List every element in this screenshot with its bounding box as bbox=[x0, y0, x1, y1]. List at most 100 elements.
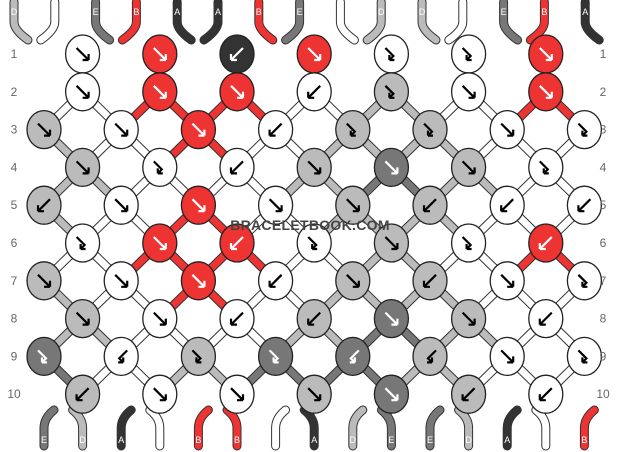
knot bbox=[296, 374, 332, 414]
knot-arrow-icon bbox=[422, 274, 437, 288]
knot bbox=[450, 72, 487, 112]
knot-arrow-icon bbox=[307, 160, 322, 175]
row-number-right: 5 bbox=[600, 198, 607, 212]
bottom-strand-8: D bbox=[348, 405, 368, 451]
knot-arrow-icon bbox=[153, 85, 167, 99]
knots-layer bbox=[26, 34, 603, 414]
knot-arrow-icon bbox=[114, 198, 129, 213]
knot-arrow-icon bbox=[538, 311, 553, 326]
bottom-strand-7: A bbox=[299, 405, 319, 451]
knot bbox=[296, 72, 332, 112]
bottom-strand-1: D bbox=[68, 405, 88, 451]
knot bbox=[489, 109, 525, 150]
row-number-right: 6 bbox=[600, 236, 607, 250]
top-strand-9: D bbox=[362, 0, 386, 45]
bottom-strand-4: B bbox=[193, 405, 213, 451]
knot-arrow-icon bbox=[75, 387, 90, 402]
knot bbox=[142, 298, 178, 339]
knot-arrow-icon bbox=[539, 47, 553, 62]
knot bbox=[412, 185, 448, 225]
row-number-right: 7 bbox=[600, 274, 607, 288]
knot-arrow-icon bbox=[461, 47, 473, 62]
knot bbox=[219, 147, 255, 188]
top-strand-2: E bbox=[91, 0, 115, 45]
knot-arrow-icon bbox=[191, 122, 206, 137]
top-strand-label: A bbox=[582, 7, 588, 17]
bottom-strand-label: B bbox=[195, 435, 201, 445]
knot bbox=[142, 223, 178, 263]
top-strand-label: B bbox=[541, 7, 547, 17]
bottom-strand-9: E bbox=[376, 405, 396, 451]
knot-arrow-icon bbox=[422, 198, 437, 213]
bottom-strand-label: C bbox=[157, 435, 164, 445]
knot bbox=[296, 298, 332, 339]
knot bbox=[528, 72, 564, 112]
knot bbox=[528, 147, 564, 188]
knot bbox=[219, 72, 255, 112]
knot-arrow-icon bbox=[500, 274, 515, 288]
knot-arrow-icon bbox=[153, 236, 167, 251]
knot bbox=[296, 223, 332, 263]
knot bbox=[257, 336, 294, 377]
bottom-strand-label: D bbox=[79, 435, 86, 445]
row-number-left: 3 bbox=[11, 123, 18, 137]
knot-arrow-icon bbox=[153, 47, 167, 62]
knot-arrow-icon bbox=[229, 311, 244, 326]
row-number-right: 1 bbox=[600, 47, 607, 61]
top-strand-11: C bbox=[444, 0, 468, 45]
knot bbox=[528, 298, 564, 339]
knot-arrow-icon bbox=[384, 85, 395, 99]
row-number-left: 10 bbox=[7, 387, 21, 401]
knot-arrow-icon bbox=[539, 160, 550, 175]
knot-arrow-icon bbox=[229, 47, 244, 62]
knot-arrow-icon bbox=[346, 274, 360, 288]
knot bbox=[257, 185, 294, 225]
row-number-left: 2 bbox=[11, 85, 18, 99]
top-strand-label: E bbox=[297, 7, 303, 17]
knot-arrow-icon bbox=[153, 311, 167, 326]
top-strand-4: A bbox=[172, 0, 196, 45]
knot bbox=[528, 223, 564, 263]
bottom-strand-label: A bbox=[118, 435, 124, 445]
knot bbox=[450, 374, 487, 414]
knot-arrow-icon bbox=[500, 349, 515, 364]
knot-arrow-icon bbox=[539, 85, 553, 99]
knot-arrow-icon bbox=[230, 387, 245, 402]
bottom-strand-label: D bbox=[465, 435, 472, 445]
knot-arrow-icon bbox=[461, 85, 476, 99]
knot-arrow-icon bbox=[307, 85, 321, 99]
knot bbox=[219, 34, 255, 74]
row-number-left: 4 bbox=[11, 160, 18, 174]
knot-arrow-icon bbox=[500, 198, 514, 213]
knot bbox=[257, 261, 294, 301]
top-strand-label: B bbox=[133, 7, 139, 17]
knot-arrow-icon bbox=[577, 198, 592, 213]
top-strand-5: A bbox=[199, 0, 223, 45]
top-strand-13: B bbox=[525, 0, 549, 45]
top-strand-label: A bbox=[215, 7, 221, 17]
knot-arrow-icon bbox=[461, 236, 473, 251]
knot bbox=[296, 147, 332, 188]
top-strand-label: C bbox=[52, 7, 59, 17]
top-strand-7: E bbox=[281, 0, 305, 45]
top-strand-label: D bbox=[378, 7, 385, 17]
knot bbox=[373, 223, 410, 263]
row-number-right: 3 bbox=[600, 123, 607, 137]
bottom-strand-label: B bbox=[581, 435, 587, 445]
knot bbox=[103, 261, 139, 301]
watermark: BRACELETBOOK.COM bbox=[230, 217, 390, 233]
knot bbox=[528, 34, 564, 74]
knot bbox=[142, 374, 178, 414]
knot bbox=[180, 185, 217, 225]
knot-arrow-icon bbox=[538, 387, 553, 402]
row-number-left: 8 bbox=[11, 312, 18, 326]
row-number-left: 5 bbox=[11, 198, 18, 212]
knot-arrow-icon bbox=[577, 122, 588, 137]
knot bbox=[64, 374, 101, 414]
knot-arrow-icon bbox=[191, 349, 202, 364]
top-strand-8: C bbox=[335, 0, 359, 45]
knot-arrow-icon bbox=[153, 387, 167, 402]
knot bbox=[412, 109, 448, 150]
knot bbox=[64, 223, 101, 263]
